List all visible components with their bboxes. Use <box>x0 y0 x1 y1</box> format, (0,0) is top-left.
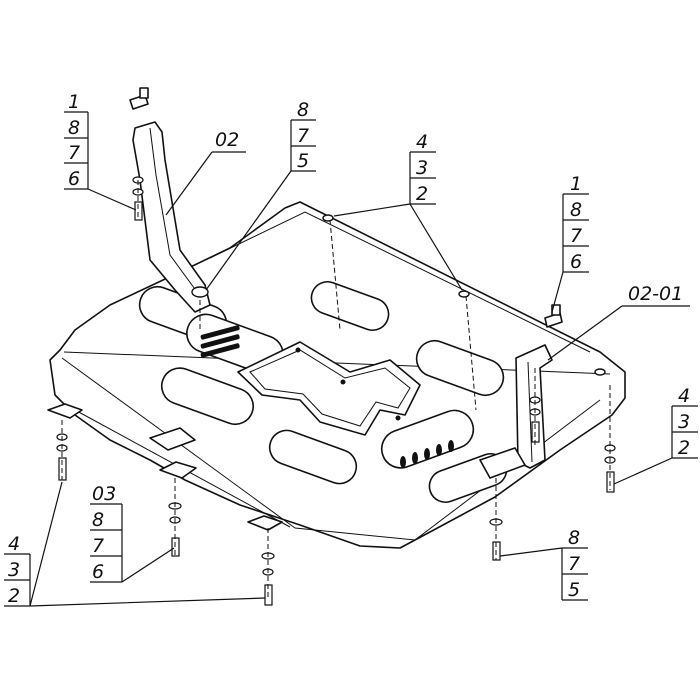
vent-slits-right <box>400 440 454 468</box>
callout-center: 8 7 5 <box>205 99 316 291</box>
callout-part-02-01-label: 02-01 <box>628 283 683 305</box>
callout-top-3: 3 <box>416 157 428 179</box>
callout-bracket-left-7: 7 <box>68 142 80 164</box>
callout-lower-left-7: 7 <box>92 535 104 557</box>
slot-2 <box>310 280 390 332</box>
callout-center-8: 8 <box>297 99 309 121</box>
bracket-left <box>129 87 211 313</box>
callout-bottom-right-8: 8 <box>568 527 580 549</box>
callout-part-02-label: 02 <box>215 129 239 151</box>
callout-lower-left-8: 8 <box>92 509 104 531</box>
callout-bottom-right-7: 7 <box>568 553 580 575</box>
callout-bottom-left: 4 3 2 <box>4 481 266 607</box>
callout-top-4: 4 <box>416 131 428 153</box>
slot-5 <box>415 339 505 397</box>
callout-bracket-left-1: 1 <box>68 91 80 113</box>
callout-right-2: 2 <box>678 437 690 459</box>
callout-right: 4 3 2 <box>613 385 698 485</box>
callout-bracket-left-6: 6 <box>68 168 80 190</box>
slot-6 <box>268 429 358 485</box>
center-emboss <box>237 341 421 436</box>
callout-lower-left-6: 6 <box>92 561 104 583</box>
callout-bracket-right-8: 8 <box>570 199 582 221</box>
vent-slits-left <box>200 325 240 358</box>
callout-part-02: 02 <box>165 129 246 216</box>
slot-7 <box>380 409 475 469</box>
callout-part-02-01: 02-01 <box>547 283 690 361</box>
callout-lower-left-03: 03 <box>92 483 116 505</box>
bracket-right <box>479 304 563 479</box>
callout-bottom-right: 8 7 5 <box>499 527 588 601</box>
callout-bracket-left-8: 8 <box>68 117 80 139</box>
callout-lower-left: 03 8 7 6 <box>90 483 175 583</box>
callout-right-4: 4 <box>678 385 690 407</box>
callout-bracket-right-6: 6 <box>570 251 582 273</box>
callout-bottom-right-5: 5 <box>568 579 580 601</box>
callout-top: 4 3 2 <box>333 131 463 291</box>
callout-bottom-left-2: 2 <box>8 585 20 607</box>
callout-bracket-left: 1 8 7 6 <box>64 91 137 211</box>
callout-center-7: 7 <box>297 125 309 147</box>
callout-bottom-left-3: 3 <box>8 559 20 581</box>
callout-bracket-right-7: 7 <box>570 225 582 247</box>
callout-top-2: 2 <box>416 183 428 205</box>
callout-bracket-right: 1 8 7 6 <box>551 173 589 313</box>
callout-bracket-right-1: 1 <box>570 173 582 195</box>
callout-center-5: 5 <box>297 150 309 172</box>
slot-4 <box>160 367 254 426</box>
callout-bottom-left-4: 4 <box>8 533 20 555</box>
callout-right-3: 3 <box>678 411 690 433</box>
